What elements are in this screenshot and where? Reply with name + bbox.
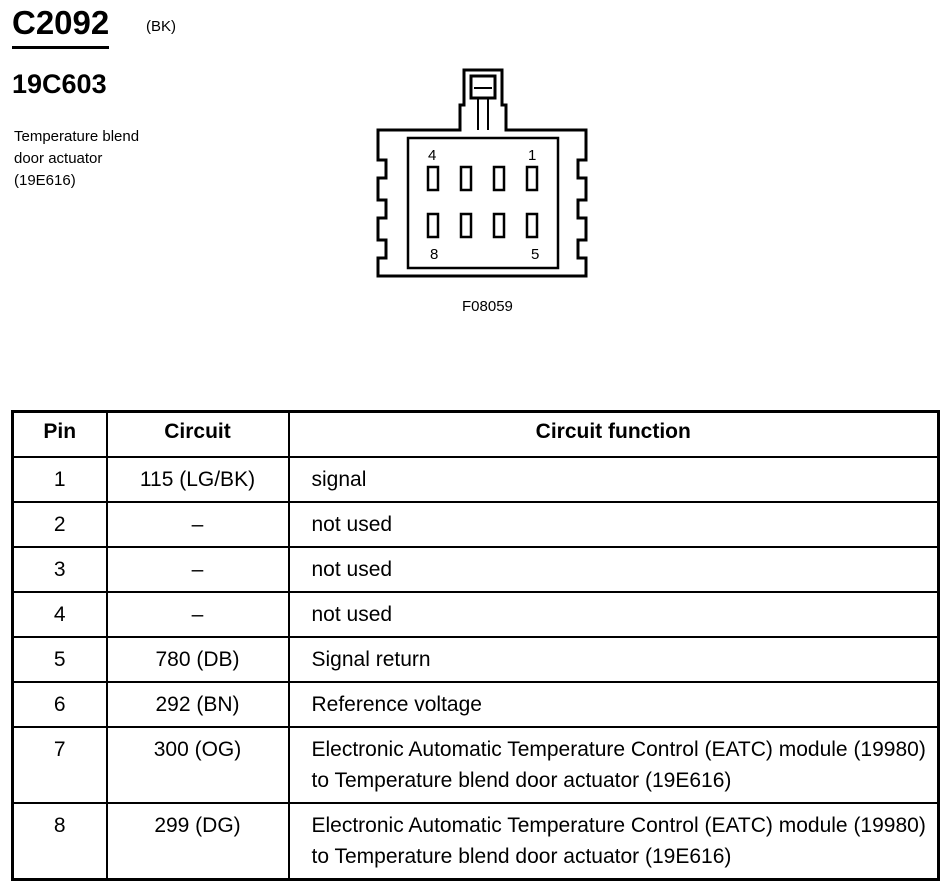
pin-cell: 7	[11, 726, 108, 804]
circuit-cell: 780 (DB)	[105, 636, 290, 683]
pin-cell: 2	[11, 501, 108, 548]
connector-color-code: (BK)	[146, 18, 176, 35]
figure-id: F08059	[462, 298, 513, 315]
component-description: Temperature blend door actuator (19E616)	[14, 126, 139, 192]
function-cell: not used	[287, 591, 940, 638]
pin-cell: 4	[11, 591, 108, 638]
circuit-cell: 300 (OG)	[105, 726, 290, 804]
circuit-cell: –	[105, 501, 290, 548]
header-circuit: Circuit	[105, 410, 290, 458]
cavity-label-5: 5	[531, 246, 539, 263]
circuit-cell: –	[105, 591, 290, 638]
pin-cavity	[525, 212, 539, 239]
pin-cell: 8	[11, 802, 108, 881]
description-line: door actuator	[14, 150, 103, 167]
circuit-cell: 299 (DG)	[105, 802, 290, 881]
circuit-cell: 115 (LG/BK)	[105, 456, 290, 503]
pin-cavity	[426, 165, 440, 192]
header-function: Circuit function	[287, 410, 940, 458]
pin-cell: 5	[11, 636, 108, 683]
description-line: (19E616)	[14, 172, 76, 189]
description-line: Temperature blend	[14, 128, 140, 145]
pin-cavity	[459, 165, 473, 192]
function-cell: not used	[287, 501, 940, 548]
pin-cavity	[426, 212, 440, 239]
function-cell: Signal return	[287, 636, 940, 683]
locking-tab	[469, 74, 497, 100]
table-row: 5 780 (DB) Signal return	[11, 636, 940, 683]
table-header-row: Pin Circuit Circuit function	[11, 410, 940, 458]
pin-cell: 6	[11, 681, 108, 728]
cavity-label-4: 4	[428, 147, 436, 164]
table-row: 2 – not used	[11, 501, 940, 548]
pin-cell: 3	[11, 546, 108, 593]
table-row: 3 – not used	[11, 546, 940, 593]
table-row: 4 – not used	[11, 591, 940, 638]
part-number: 19C603	[12, 69, 107, 99]
connector-housing-outline	[376, 68, 588, 278]
pin-cavity	[459, 212, 473, 239]
pin-cavity	[492, 212, 506, 239]
circuit-cell: –	[105, 546, 290, 593]
connector-inner-face	[406, 136, 560, 270]
cavity-label-8: 8	[430, 246, 438, 263]
function-cell: not used	[287, 546, 940, 593]
pinout-table: Pin Circuit Circuit function 1 115 (LG/B…	[11, 410, 940, 881]
function-cell: Electronic Automatic Temperature Control…	[287, 802, 940, 881]
pin-cavity	[492, 165, 506, 192]
connector-face-diagram: 4 1 8 5	[376, 68, 588, 278]
circuit-cell: 292 (BN)	[105, 681, 290, 728]
table-row: 8 299 (DG) Electronic Automatic Temperat…	[11, 802, 940, 881]
connector-id: C2092	[12, 4, 110, 49]
table-row: 1 115 (LG/BK) signal	[11, 456, 940, 503]
function-cell: Reference voltage	[287, 681, 940, 728]
pin-cavity	[525, 165, 539, 192]
table-row: 7 300 (OG) Electronic Automatic Temperat…	[11, 726, 940, 804]
table-row: 6 292 (BN) Reference voltage	[11, 681, 940, 728]
function-cell: Electronic Automatic Temperature Control…	[287, 726, 940, 804]
function-cell: signal	[287, 456, 940, 503]
cavity-label-1: 1	[528, 147, 536, 164]
header-pin: Pin	[11, 410, 108, 458]
pin-cell: 1	[11, 456, 108, 503]
